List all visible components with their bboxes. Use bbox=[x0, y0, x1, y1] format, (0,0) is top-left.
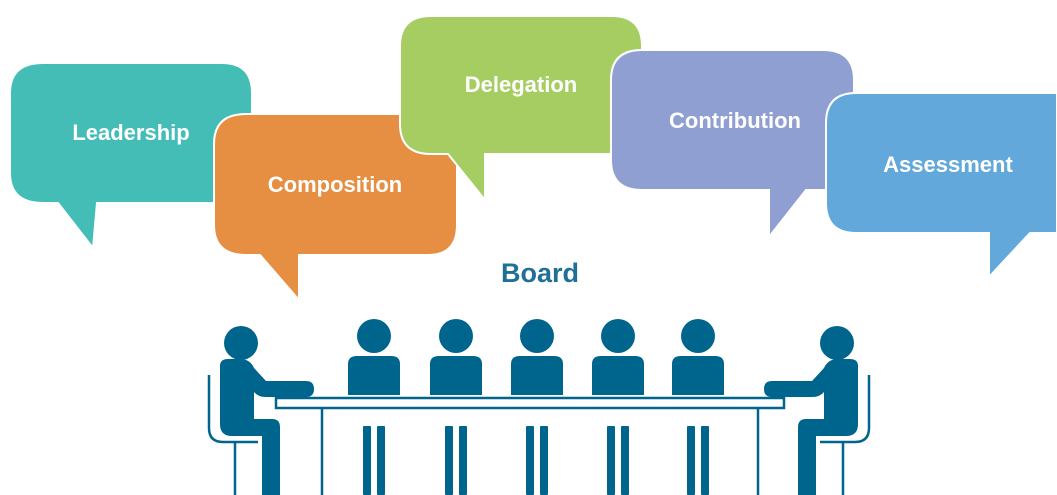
bubble-contribution-shape bbox=[610, 49, 855, 240]
person-left-body bbox=[220, 359, 314, 495]
table-top-outline bbox=[274, 396, 786, 410]
person-back-4-head bbox=[601, 319, 635, 353]
person-right-chair bbox=[803, 375, 871, 495]
person-back-1-leg-left bbox=[363, 426, 371, 495]
person-left-head bbox=[224, 326, 258, 360]
person-back-2-leg-left bbox=[445, 426, 453, 495]
board-title: Board bbox=[501, 258, 579, 288]
person-left bbox=[207, 326, 314, 495]
person-back-3 bbox=[511, 319, 563, 495]
person-back-3-leg-right bbox=[540, 426, 548, 495]
person-back-2-leg-right bbox=[459, 426, 467, 495]
person-back-1 bbox=[348, 319, 400, 495]
person-back-5 bbox=[672, 319, 724, 495]
person-back-1-leg-right bbox=[377, 426, 385, 495]
bubble-delegation: Delegation bbox=[399, 15, 643, 203]
person-back-4-body bbox=[592, 356, 644, 395]
person-back-3-head bbox=[520, 319, 554, 353]
meeting-table bbox=[274, 396, 786, 495]
bubble-composition: Composition bbox=[213, 113, 458, 303]
person-back-3-body bbox=[511, 356, 563, 395]
person-back-3-leg-left bbox=[526, 426, 534, 495]
person-right-body bbox=[764, 359, 858, 495]
person-back-5-head bbox=[681, 319, 715, 353]
bubble-assessment-label: Assessment bbox=[883, 152, 1013, 177]
bubble-delegation-label: Delegation bbox=[465, 72, 577, 97]
bubble-contribution: Contribution bbox=[610, 49, 855, 240]
person-right bbox=[764, 326, 871, 495]
bubble-leadership: Leadership bbox=[9, 62, 253, 251]
bubble-leadership-shape bbox=[9, 62, 253, 251]
person-back-4-leg-right bbox=[621, 426, 629, 495]
bubble-contribution-label: Contribution bbox=[669, 108, 801, 133]
bubble-delegation-shape bbox=[399, 15, 643, 203]
person-back-2-body bbox=[430, 356, 482, 395]
person-back-1-body bbox=[348, 356, 400, 395]
person-back-2 bbox=[430, 319, 482, 495]
person-back-5-leg-right bbox=[701, 426, 709, 495]
person-back-4 bbox=[592, 319, 644, 495]
person-back-5-leg-left bbox=[687, 426, 695, 495]
board-meeting-illustration bbox=[207, 319, 871, 495]
bubble-composition-label: Composition bbox=[268, 172, 402, 197]
bubble-assessment-shape bbox=[825, 92, 1057, 280]
person-back-2-head bbox=[439, 319, 473, 353]
person-right-head bbox=[820, 326, 854, 360]
person-back-1-head bbox=[357, 319, 391, 353]
bubble-leadership-label: Leadership bbox=[72, 120, 189, 145]
person-back-4-leg-left bbox=[607, 426, 615, 495]
person-back-5-body bbox=[672, 356, 724, 395]
person-left-chair bbox=[207, 375, 275, 495]
bubble-assessment: Assessment bbox=[825, 92, 1057, 280]
